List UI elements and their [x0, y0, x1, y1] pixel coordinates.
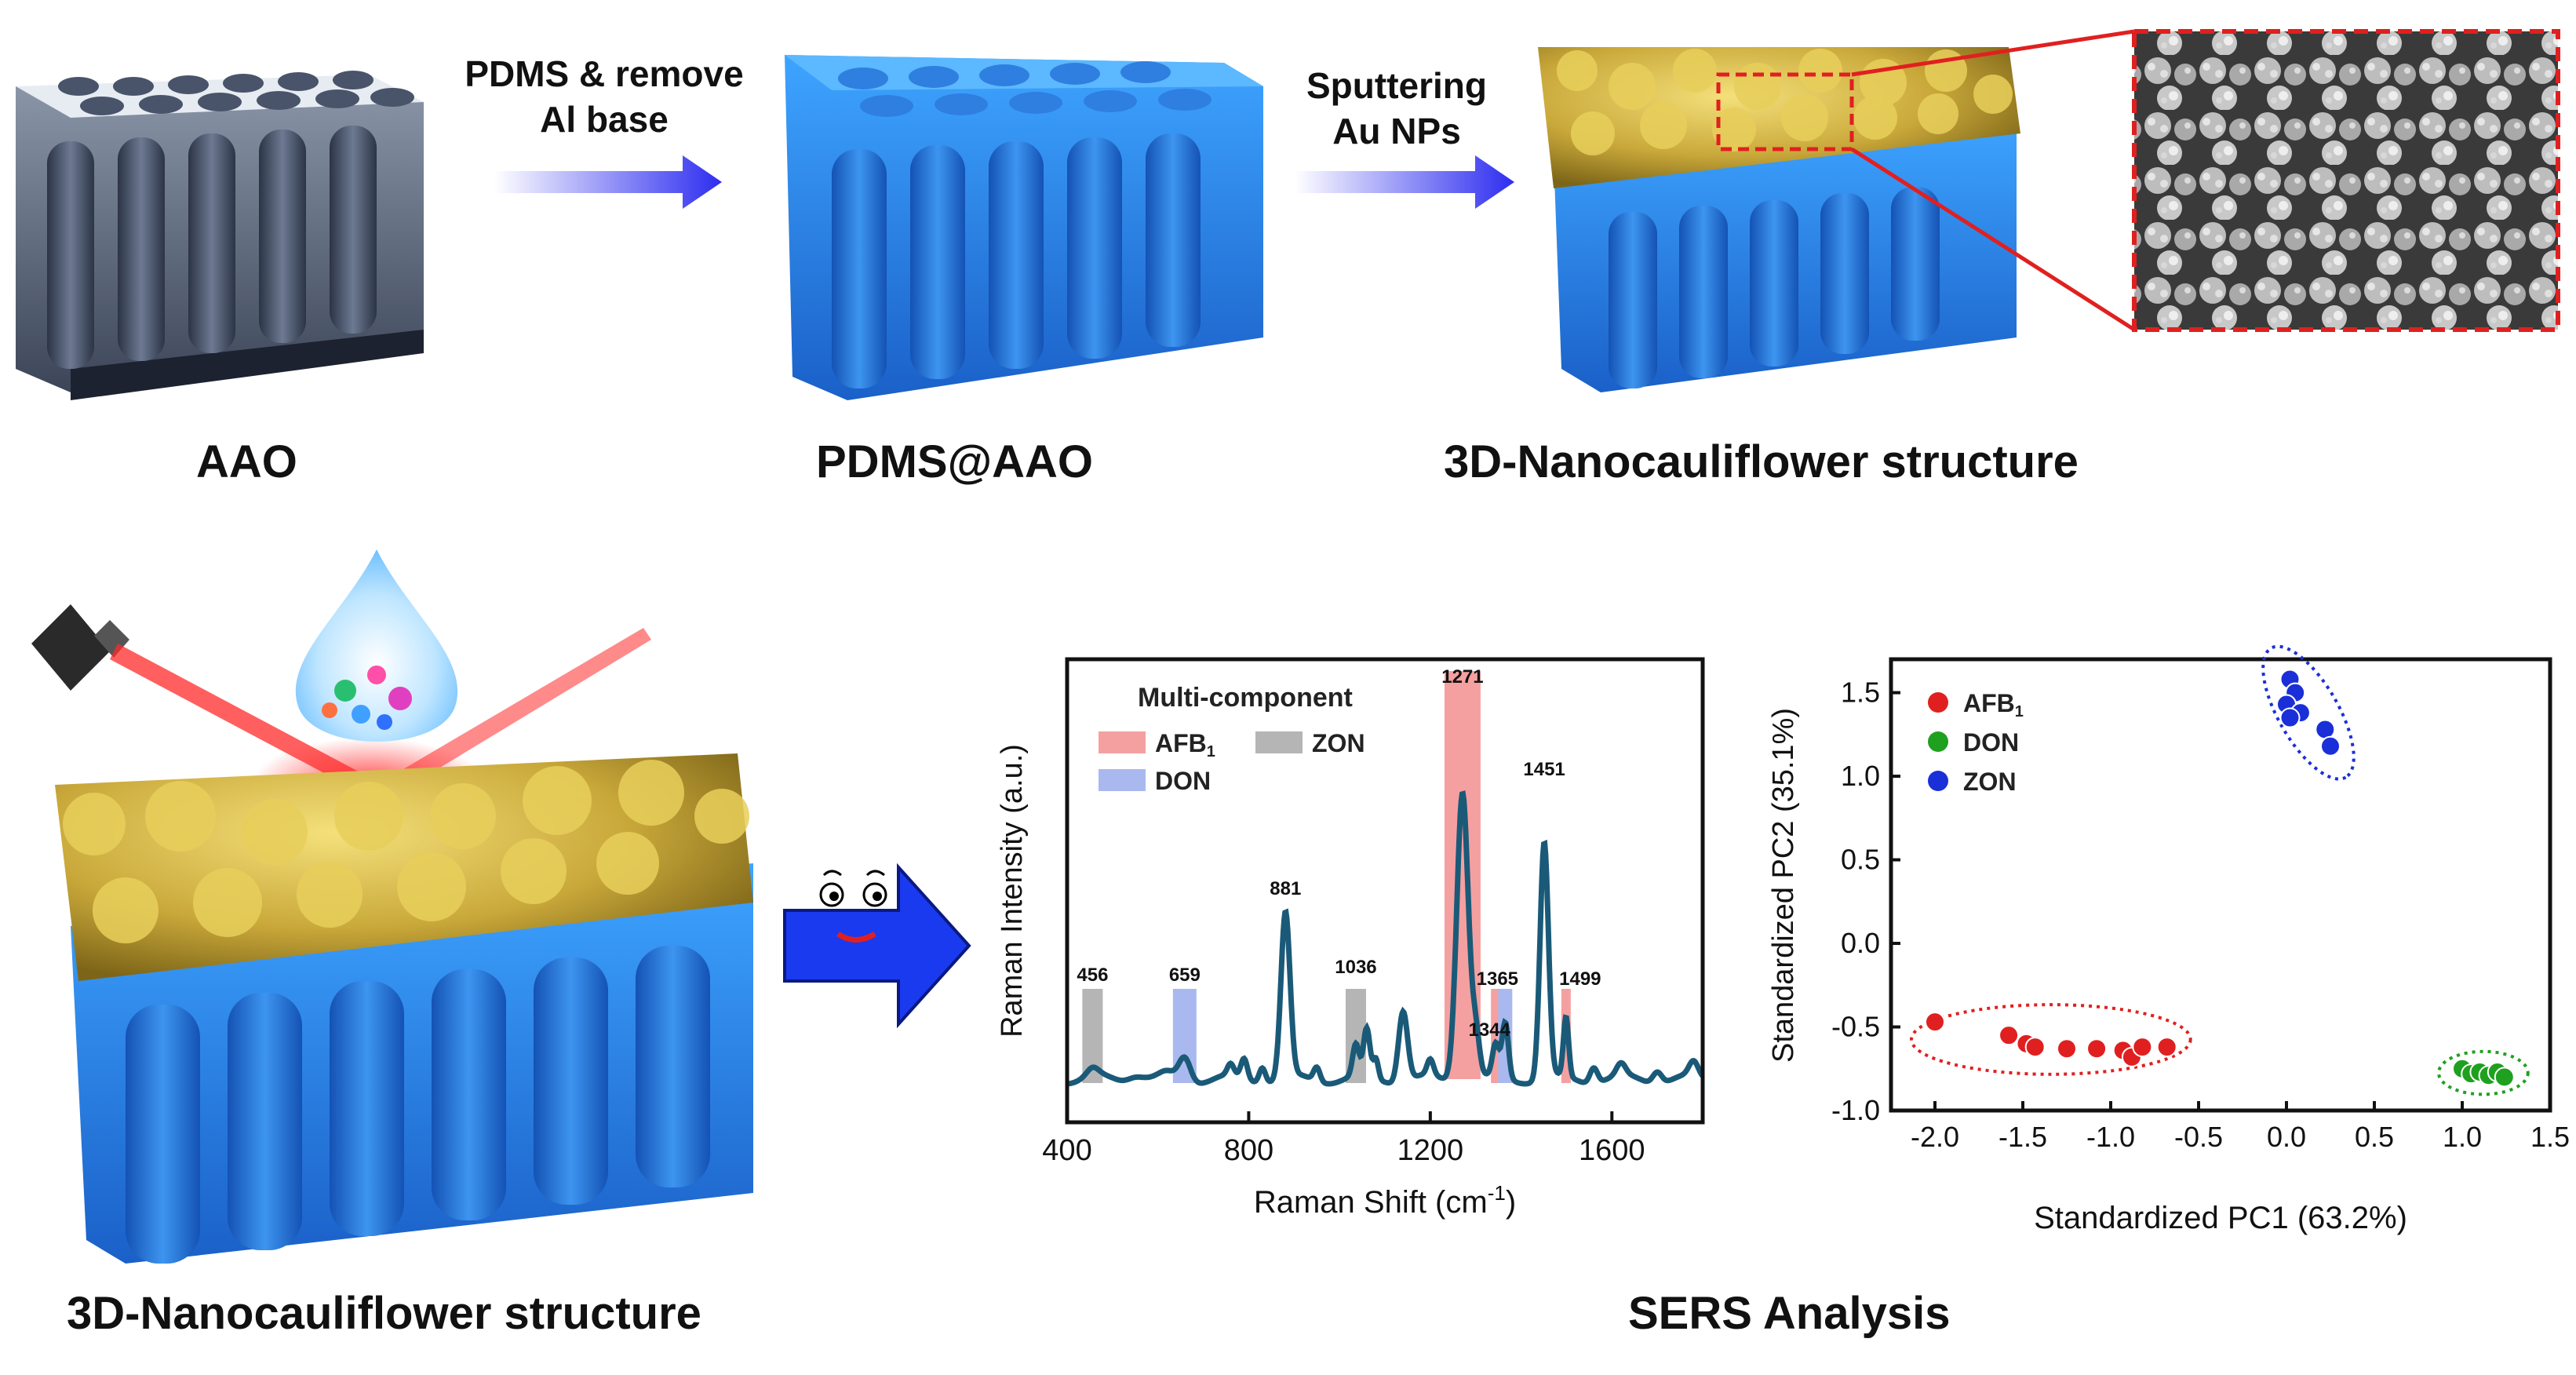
pca-x-tick-label: 1.5	[2530, 1121, 2570, 1153]
zoom-line-top	[1851, 29, 2135, 77]
raman-peak-label: 1344	[1468, 1019, 1510, 1041]
raman-peak-label: 1036	[1335, 957, 1376, 978]
pca-cluster-ellipse	[2437, 1049, 2530, 1096]
raman-x-tick-label: 1600	[1579, 1134, 1645, 1167]
pca-y-tick-label: 0.5	[1841, 844, 1880, 876]
pca-legend: AFB1 DON ZON	[1928, 689, 2024, 796]
caption-nanocauliflower-top: 3D-Nanocauliflower structure	[1444, 436, 2079, 487]
nanocauliflower-top-illustration	[1538, 29, 2136, 392]
pca-x-tick-label: -2.0	[1911, 1121, 1959, 1153]
caption-pdms-aao: PDMS@AAO	[816, 436, 1094, 487]
sample-droplet-icon	[295, 549, 458, 742]
raman-peak-label: 881	[1270, 878, 1301, 899]
pca-y-tick-label: -1.0	[1831, 1094, 1880, 1126]
pca-legend-label-zon: ZON	[1963, 768, 2017, 796]
raman-x-axis-label: Raman Shift (cm-1)	[1254, 1181, 1516, 1220]
pca-point	[2494, 1067, 2515, 1088]
arrow1-label: PDMS & remove Al base	[435, 51, 773, 142]
pca-point	[2057, 1038, 2077, 1060]
legend-swatch-don	[1099, 769, 1146, 791]
arrow1-label-line2: Al base	[540, 99, 669, 140]
caption-sers-analysis: SERS Analysis	[1628, 1288, 1951, 1339]
legend-marker-don	[1928, 731, 1948, 752]
arrow1-label-line1: PDMS & remove	[465, 53, 744, 94]
pca-point	[2086, 1038, 2108, 1060]
legend-label-don: DON	[1155, 767, 1211, 795]
raman-plot-frame	[1065, 657, 1705, 1125]
arrow2-label-line2: Au NPs	[1332, 111, 1461, 151]
raman-peak-label: 1451	[1523, 759, 1565, 780]
pca-x-tick-label: -0.5	[2174, 1121, 2223, 1153]
raman-spectrum-chart: 456 659 881 1036 1271 1344 1365 1451 1499 400 800…	[996, 657, 1705, 1220]
pca-point	[2320, 735, 2341, 757]
raman-x-tick-label: 1200	[1397, 1134, 1464, 1167]
raman-peak-label: 456	[1077, 965, 1108, 986]
pca-y-tick-label: 0.0	[1841, 927, 1880, 959]
legend-marker-afb	[1928, 692, 1948, 713]
arrow-1	[494, 155, 722, 209]
caption-aao: AAO	[196, 436, 297, 487]
raman-spectrum-line	[1066, 790, 1705, 1087]
legend-label-afb: AFB1	[1155, 729, 1215, 760]
pca-x-tick-label: 0.0	[2267, 1121, 2306, 1153]
pca-x-tick-label: -1.5	[1998, 1121, 2047, 1153]
pca-point	[2279, 707, 2301, 728]
pca-legend-label-afb: AFB1	[1963, 689, 2024, 720]
pca-plot-frame	[1889, 657, 2552, 1113]
caption-nanocauliflower-bottom: 3D-Nanocauliflower structure	[67, 1288, 701, 1339]
aao-illustration	[16, 71, 424, 400]
legend-swatch-afb	[1099, 731, 1146, 753]
pca-x-tick-label: 0.5	[2355, 1121, 2394, 1153]
legend-marker-zon	[1928, 771, 1948, 791]
pca-y-tick-label: 1.0	[1841, 760, 1880, 792]
pca-point	[2132, 1037, 2153, 1058]
pca-point	[2024, 1037, 2046, 1058]
pca-point	[2156, 1037, 2177, 1058]
pca-scatter-chart: -2.0 -1.5 -1.0 -0.5 0.0 0.5 1.0 1.5 -1.0 -0.5 0.0 0…	[1767, 644, 2570, 1235]
sem-inset-image	[2132, 29, 2560, 332]
arrow-2	[1295, 155, 1514, 209]
pca-point	[1998, 1025, 2020, 1046]
cartoon-arrow-icon	[783, 863, 971, 1029]
raman-legend-title: Multi-component	[1138, 683, 1353, 713]
legend-label-zon: ZON	[1312, 729, 1365, 757]
pca-point	[1925, 1012, 1945, 1033]
arrow2-label: Sputtering Au NPs	[1263, 63, 1530, 154]
raman-x-tick-label: 400	[1042, 1134, 1091, 1167]
raman-peak-label: 659	[1169, 965, 1201, 986]
pca-y-tick-label: -0.5	[1831, 1011, 1880, 1043]
pca-x-tick-label: -1.0	[2086, 1121, 2135, 1153]
raman-y-axis-label: Raman Intensity (a.u.)	[996, 744, 1029, 1038]
pca-x-tick-label: 1.0	[2443, 1121, 2482, 1153]
pca-point	[2315, 719, 2336, 740]
zoom-line-bottom	[1850, 147, 2136, 332]
pca-x-axis-label: Standardized PC1 (63.2%)	[2034, 1201, 2407, 1235]
pdms-aao-illustration	[785, 55, 1263, 400]
pca-y-axis-label: Standardized PC2 (35.1%)	[1767, 708, 1800, 1063]
raman-peak-label: 1271	[1441, 666, 1483, 688]
raman-peak-label: 1499	[1559, 968, 1601, 990]
arrow2-label-line1: Sputtering	[1306, 65, 1487, 106]
pca-cluster-ellipse	[1910, 1003, 2192, 1076]
raman-legend: Multi-component AFB1 ZON DON	[1099, 683, 1365, 795]
legend-swatch-zon	[1255, 731, 1303, 753]
pca-y-tick-label: 1.5	[1841, 677, 1880, 709]
raman-x-tick-label: 800	[1224, 1134, 1273, 1167]
raman-peak-label: 1365	[1477, 968, 1518, 990]
nanocauliflower-bottom-illustration	[31, 549, 753, 1264]
pca-legend-label-don: DON	[1963, 728, 2019, 757]
